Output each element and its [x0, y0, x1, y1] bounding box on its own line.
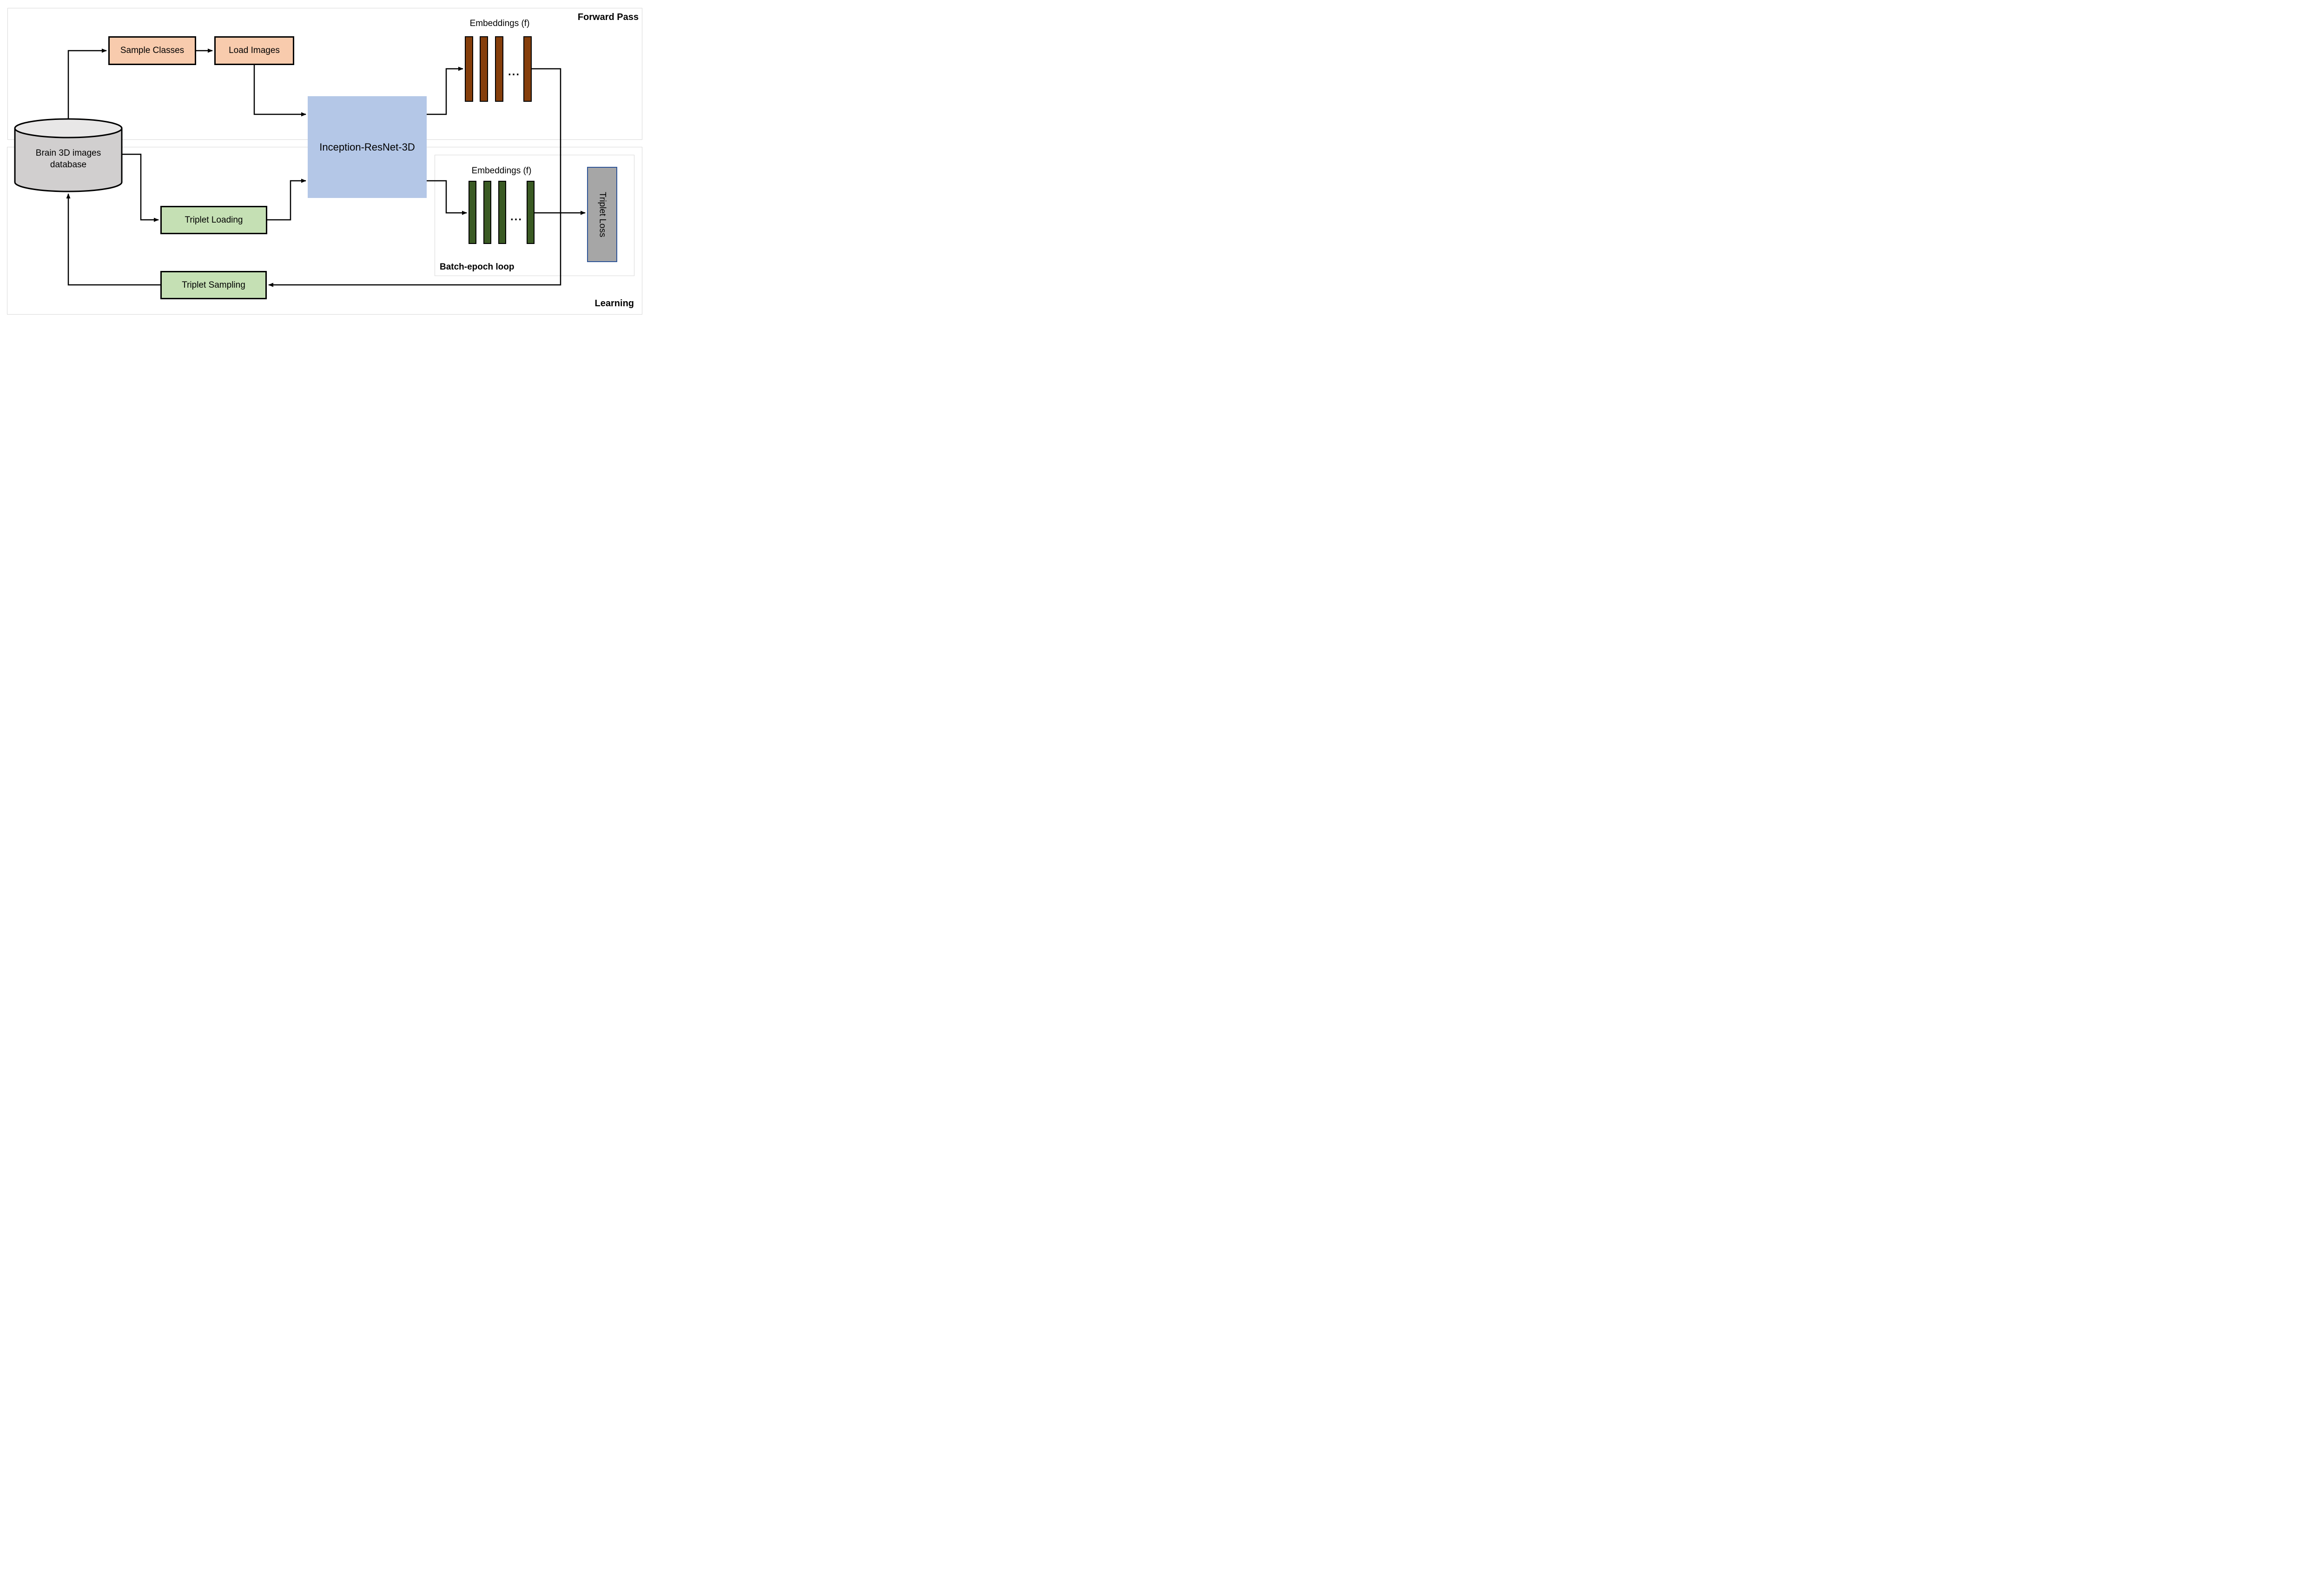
arrow-inception-to-top-embeddings	[427, 66, 463, 115]
embeddings-bottom-ellipsis: ...	[510, 211, 523, 223]
embeddings-top-title: Embeddings (f)	[469, 19, 530, 28]
triplet-loss-box: Triplet Loss	[587, 167, 617, 262]
triplet-loading-box: Triplet Loading	[160, 206, 267, 234]
arrow-top-embeddings-to-triplet-sampling	[268, 68, 561, 287]
database-label-line1: Brain 3D images	[35, 148, 101, 158]
triplet-sampling-box: Triplet Sampling	[160, 271, 267, 299]
embedding-bar-bottom-1	[469, 181, 476, 244]
connector-layer	[14, 48, 586, 287]
embeddings-bottom-title: Embeddings (f)	[471, 166, 532, 176]
load-images-box: Load Images	[214, 36, 294, 65]
embedding-bar-top-3	[495, 36, 503, 102]
embedding-bar-top-4	[523, 36, 532, 102]
arrow-triplet-sampling-to-database	[66, 193, 160, 286]
inception-resnet-label: Inception-ResNet-3D	[319, 141, 415, 153]
batch-epoch-loop-label: Batch-epoch loop	[440, 262, 515, 272]
embeddings-top-ellipsis: ...	[508, 66, 521, 78]
arrow-triplet-loading-to-inception	[267, 178, 306, 221]
embedding-bar-bottom-4	[527, 181, 535, 244]
load-images-label: Load Images	[229, 46, 280, 55]
embedding-bar-bottom-3	[498, 181, 506, 244]
arrow-database-to-triplet-loading	[122, 153, 159, 222]
forward-pass-label: Forward Pass	[577, 12, 639, 22]
database-cylinder-body	[14, 127, 123, 192]
pipeline-diagram: Brain 3D images database Sample Classes …	[0, 0, 649, 317]
database-label-line2: database	[50, 160, 87, 170]
database-cylinder	[14, 118, 123, 192]
inception-resnet-box: Inception-ResNet-3D	[308, 96, 427, 198]
learning-label: Learning	[594, 298, 634, 309]
arrow-database-to-sample-classes	[67, 48, 107, 120]
batch-epoch-panel	[435, 155, 634, 276]
embedding-bar-top-1	[465, 36, 473, 102]
triplet-loss-label: Triplet Loss	[597, 191, 607, 237]
triplet-loading-label: Triplet Loading	[185, 215, 243, 225]
sample-classes-box: Sample Classes	[108, 36, 196, 65]
database-label: Brain 3D images database	[17, 147, 119, 171]
arrow-inception-to-bottom-embeddings	[427, 180, 467, 215]
database-cylinder-top	[14, 118, 123, 138]
sample-classes-label: Sample Classes	[120, 46, 185, 55]
embedding-bar-bottom-2	[483, 181, 491, 244]
arrow-load-images-to-inception	[253, 65, 306, 117]
triplet-sampling-label: Triplet Sampling	[182, 280, 245, 290]
embedding-bar-top-2	[480, 36, 488, 102]
